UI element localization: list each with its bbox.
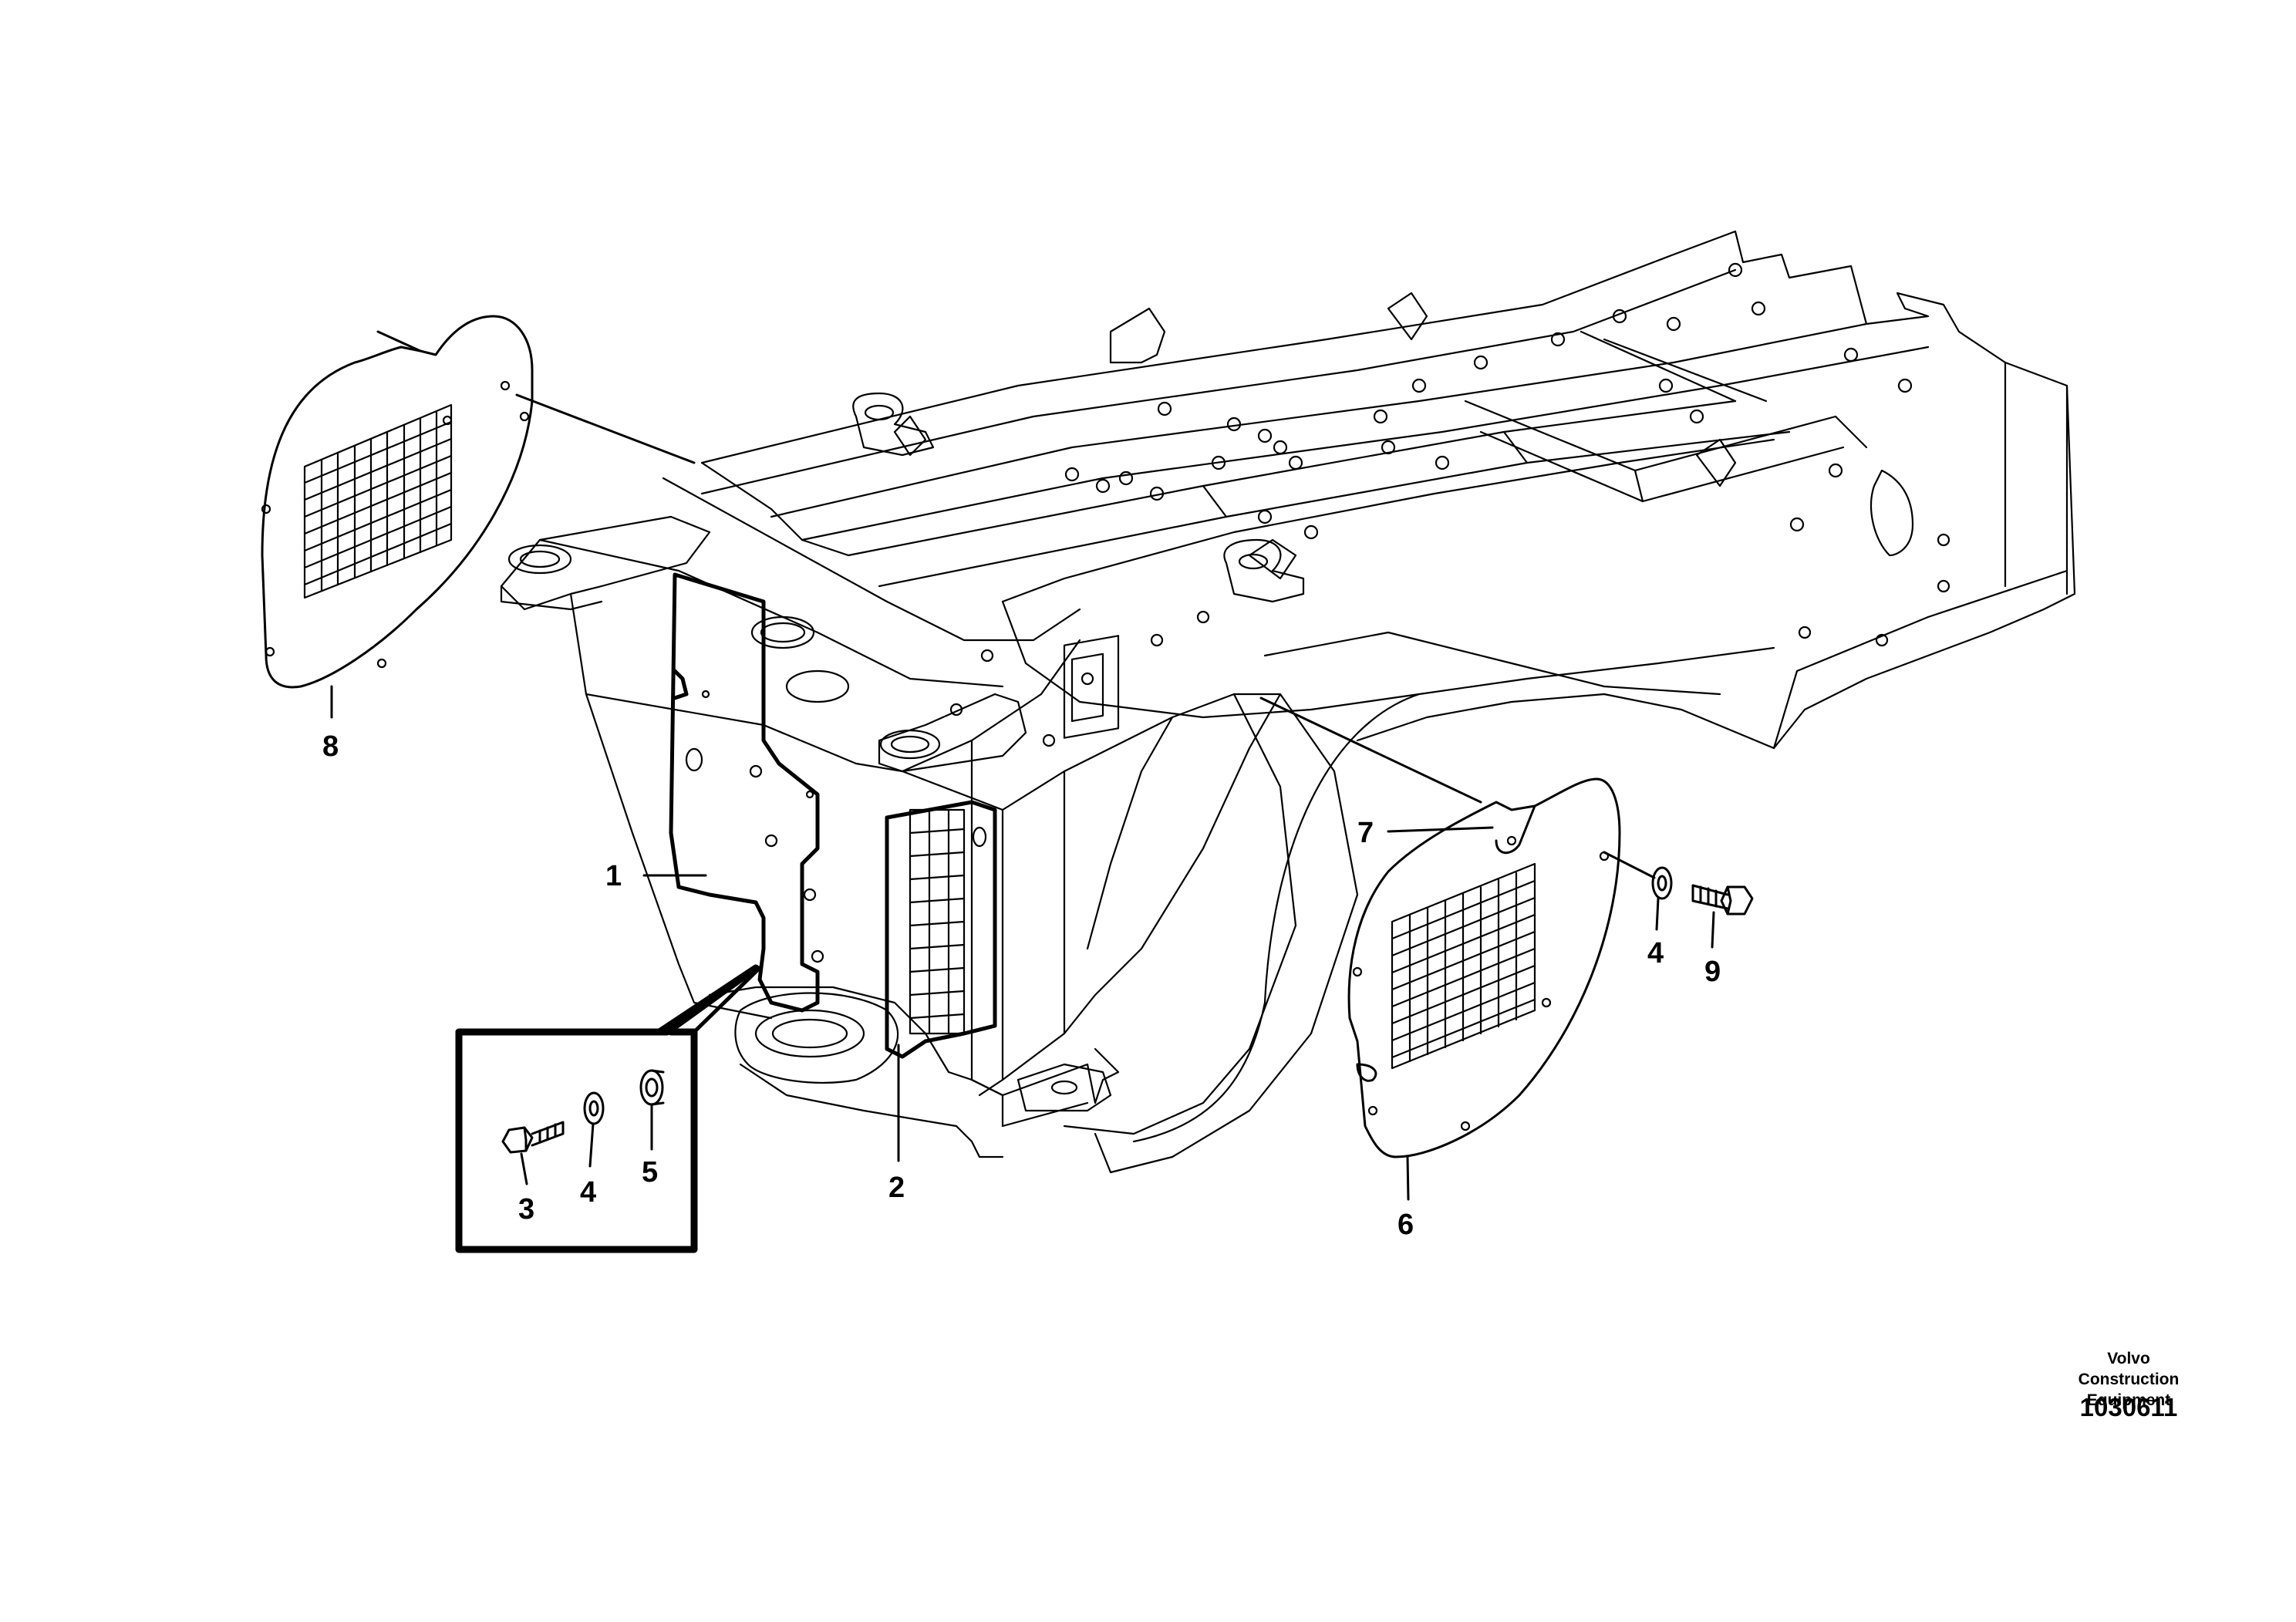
cover-plate-1[interactable] — [669, 572, 820, 1013]
frame-holes — [749, 262, 1950, 963]
grille-panel-8[interactable] — [261, 315, 534, 689]
callout-4-detail: 4 — [580, 1176, 596, 1209]
callout-5: 5 — [642, 1156, 658, 1189]
callout-2: 2 — [888, 1172, 905, 1204]
leader-lines — [330, 330, 1715, 1201]
rear-frame — [538, 230, 2076, 1174]
grille-plate-2-mesh — [909, 808, 987, 1035]
cover-plate-1-holes — [685, 690, 814, 799]
bolt-3[interactable] — [501, 1121, 565, 1154]
grille-panel-6-mesh — [1352, 835, 1610, 1131]
callout-9: 9 — [1704, 956, 1721, 988]
company-name: Volvo Construction Equipment — [2078, 1350, 2180, 1409]
grille-panel-8-mesh — [261, 380, 530, 669]
front-yoke — [500, 392, 1305, 1112]
grille-panel-6[interactable] — [1347, 777, 1621, 1158]
callout-4-right: 4 — [1647, 937, 1664, 969]
callout-7: 7 — [1357, 817, 1374, 849]
detail-box — [455, 964, 760, 1253]
detail-leader — [657, 966, 762, 1034]
grille-plate-2[interactable] — [885, 800, 997, 1059]
callout-1: 1 — [605, 860, 622, 892]
nut-5[interactable] — [639, 1069, 665, 1106]
washer-4-right[interactable] — [1651, 866, 1673, 900]
washer-4-detail[interactable] — [583, 1091, 605, 1125]
callout-3: 3 — [518, 1193, 534, 1226]
callout-6: 6 — [1397, 1209, 1414, 1241]
company-credit: Volvo Construction Equipment — [1974, 1348, 2283, 1411]
drawing-number: 1030611 — [2079, 1393, 2178, 1421]
callout-8: 8 — [322, 730, 339, 763]
callout-labels: 1 2 3 4 5 6 7 4 8 9 — [322, 730, 1721, 1241]
bolt-9[interactable] — [1691, 884, 1754, 916]
